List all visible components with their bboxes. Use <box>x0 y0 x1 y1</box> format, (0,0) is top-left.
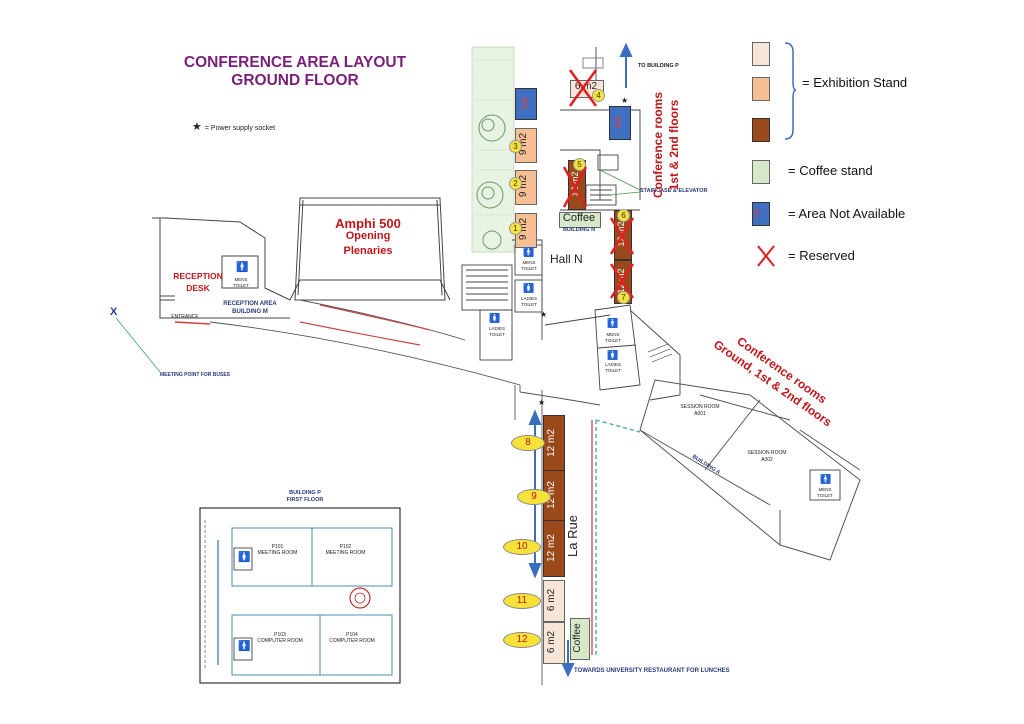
toilet-block-a <box>594 304 681 401</box>
power-note: ★= Power supply socket <box>192 120 275 133</box>
amphi-building <box>289 197 451 301</box>
to-building-p-arrow <box>619 42 633 88</box>
building-m <box>152 217 291 319</box>
restaurant-arrow <box>561 640 575 678</box>
building-p-inset <box>199 507 401 684</box>
power-socket-icon: ★ <box>192 121 202 133</box>
central-stairs <box>461 239 543 361</box>
title-line-2: GROUND FLOOR <box>231 72 359 89</box>
corridor-walls <box>209 299 601 406</box>
garden-trees <box>476 114 506 250</box>
page-title: CONFERENCE AREA LAYOUT GROUND FLOOR <box>170 54 420 90</box>
building-n <box>544 47 641 326</box>
building-a <box>639 379 861 561</box>
power-note-label: = Power supply socket <box>204 125 276 132</box>
meeting-point-line <box>115 317 161 373</box>
title-line-1: CONFERENCE AREA LAYOUT <box>183 54 407 71</box>
la-rue-path-arrow <box>528 409 542 579</box>
garden-strip <box>471 46 515 253</box>
